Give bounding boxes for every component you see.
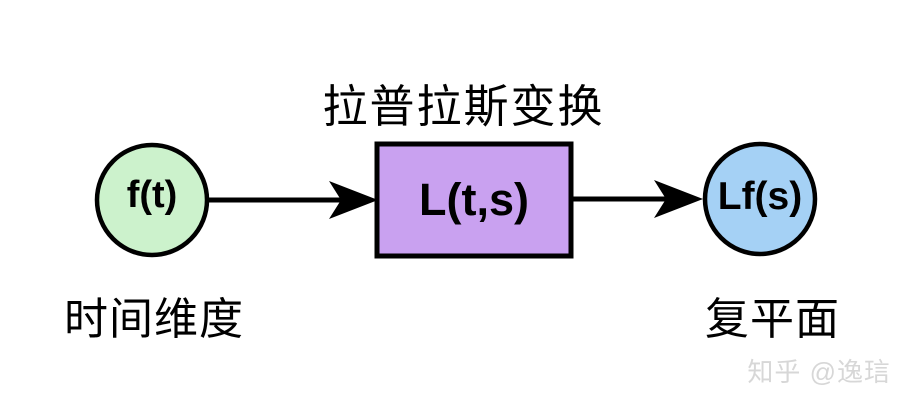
process-box-label: L(t,s) (419, 174, 529, 225)
output-node-caption: 复平面 (705, 295, 840, 344)
zhihu-watermark: 知乎 @逸琂 (747, 357, 891, 387)
output-node-label: Lf(s) (717, 175, 803, 218)
input-node-label: f(t) (126, 174, 178, 216)
input-node-circle (94, 142, 210, 258)
diagram-title-text: 拉普拉斯变换 (322, 82, 605, 132)
arrow-process-to-output-head-icon (654, 180, 703, 218)
arrow-input-to-process-head-icon (329, 181, 378, 219)
diagram-title: 拉普拉斯变换 (0, 70, 907, 135)
output-node-circle (702, 141, 818, 257)
input-node-caption: 时间维度 (64, 295, 244, 344)
